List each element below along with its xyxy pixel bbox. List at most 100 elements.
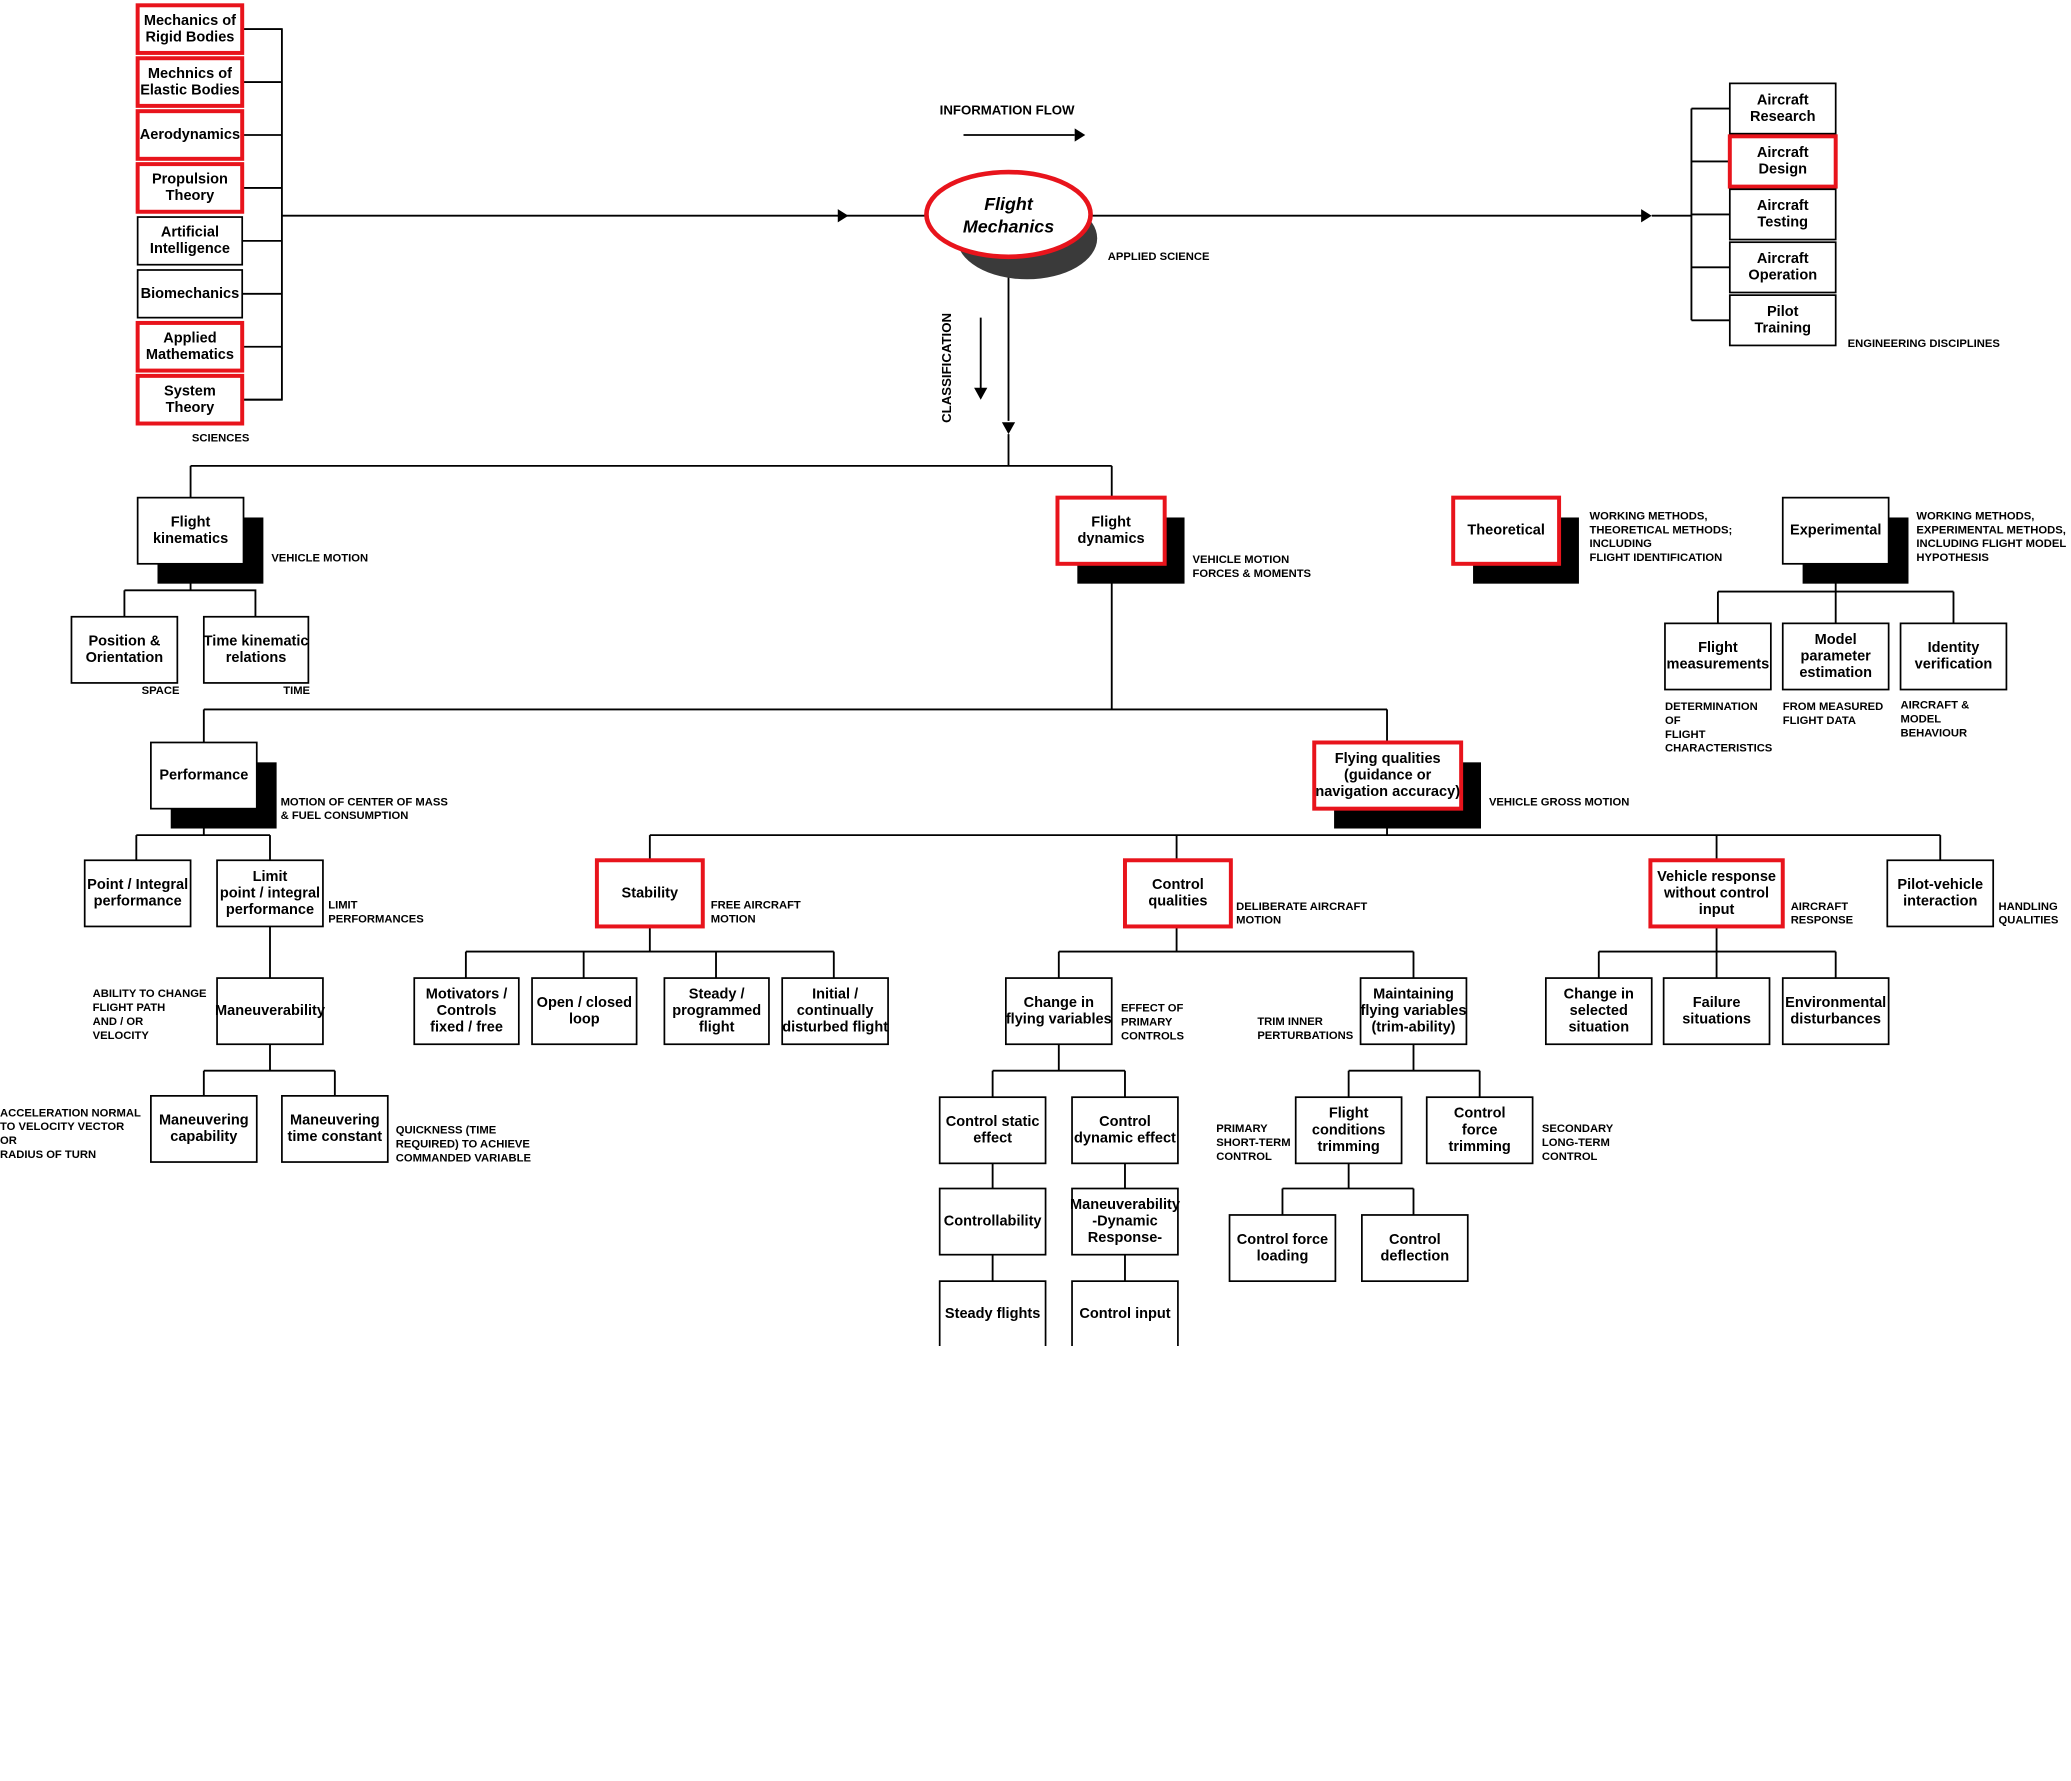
environmental-label: disturbances [1790, 1011, 1881, 1027]
control-dynamic-box[interactable] [1071, 1096, 1179, 1165]
classification-arrowhead [974, 387, 988, 400]
flying-qualities-note: VEHICLE GROSS MOTION [1489, 796, 1629, 808]
maneuverability-dynamic-box[interactable] [1071, 1187, 1179, 1256]
identity-verification-box[interactable] [1899, 622, 2008, 691]
performance-box[interactable] [150, 741, 258, 810]
change-selected-label: Change in [1564, 987, 1634, 1003]
failure-situations-label: Failure [1693, 995, 1741, 1011]
maneuvering-capability-box[interactable] [150, 1094, 258, 1163]
controllability-box[interactable] [938, 1187, 1047, 1256]
control-force-trimming-box[interactable] [1425, 1096, 1534, 1165]
engineering-3-box[interactable] [1728, 241, 1837, 294]
maneuverability-dynamic-label: Response- [1088, 1230, 1163, 1246]
flow-arrow [837, 209, 849, 223]
theoretical-label: Theoretical [1467, 523, 1545, 539]
pilot-vehicle-label: Pilot-vehicle [1897, 877, 1983, 893]
point-integral-box[interactable] [83, 859, 192, 928]
maneuvering-time-note: QUICKNESS (TIME [396, 1125, 497, 1137]
theoretical-note: INCLUDING [1590, 538, 1653, 550]
science-label: Mechanics of [144, 13, 236, 29]
vehicle-response-box[interactable] [1648, 858, 1785, 929]
engineering-1-box[interactable] [1727, 134, 1838, 189]
theoretical-note: WORKING METHODS, [1590, 510, 1708, 522]
change-selected-box[interactable] [1544, 977, 1653, 1046]
science-6-box[interactable] [135, 320, 245, 373]
steady-programmed-box[interactable] [663, 977, 770, 1046]
limit-point-box[interactable] [216, 859, 324, 928]
maneuverability-box[interactable] [216, 977, 324, 1046]
engineering-4-box[interactable] [1728, 294, 1837, 347]
change-flying-note: EFFECT OF [1121, 1003, 1184, 1015]
open-closed-box[interactable] [531, 977, 638, 1046]
experimental-label: Experimental [1790, 523, 1881, 539]
experimental-box[interactable] [1781, 496, 1890, 565]
engineering-label: Research [1750, 109, 1816, 125]
flight-conditions-label: trimming [1318, 1139, 1380, 1155]
model-parameter-box[interactable] [1781, 622, 1890, 691]
science-4-box[interactable] [136, 216, 244, 266]
flying-qualities-box[interactable] [1312, 740, 1464, 811]
control-qualities-note: DELIBERATE AIRCRAFT [1236, 901, 1367, 913]
engineering-2-box[interactable] [1728, 188, 1837, 241]
control-qualities-box[interactable] [1122, 858, 1233, 929]
science-1-box[interactable] [135, 56, 245, 108]
controllability-label: Controllability [944, 1214, 1043, 1230]
flight-measurements-note: FLIGHT [1665, 729, 1706, 741]
maintaining-label: flying variables [1361, 1003, 1467, 1019]
motivators-box[interactable] [413, 977, 520, 1046]
control-force-loading-box[interactable] [1228, 1214, 1337, 1283]
science-0-box[interactable] [135, 3, 245, 55]
flight-conditions-box[interactable] [1294, 1096, 1403, 1165]
initial-disturbed-label: Initial / [812, 987, 858, 1003]
stability-box[interactable] [594, 858, 705, 929]
steady-programmed-label: programmed [672, 1003, 761, 1019]
engineering-label: Aircraft [1757, 198, 1809, 214]
pilot-vehicle-label: interaction [1903, 894, 1977, 910]
engineering-label: Aircraft [1757, 145, 1809, 161]
maintaining-box[interactable] [1359, 977, 1468, 1046]
change-flying-label: Change in [1024, 995, 1094, 1011]
science-label: Mechnics of [148, 66, 232, 82]
position-orientation-box[interactable] [70, 615, 179, 684]
control-static-box[interactable] [938, 1096, 1047, 1165]
flight-kinematics-box[interactable] [136, 496, 245, 565]
flight-measurements-box[interactable] [1664, 622, 1772, 691]
flight-dynamics-box[interactable] [1055, 495, 1167, 566]
science-2-box[interactable] [135, 109, 245, 161]
motivators-label: fixed / free [430, 1020, 503, 1036]
science-7-box[interactable] [135, 373, 245, 426]
pilot-vehicle-box[interactable] [1886, 859, 1995, 928]
science-3-box[interactable] [135, 162, 245, 214]
theoretical-note: THEORETICAL METHODS; [1590, 524, 1733, 536]
maneuvering-time-note: REQUIRED) TO ACHIEVE [396, 1138, 531, 1150]
stability-label: Stability [622, 885, 679, 901]
control-deflection-box[interactable] [1361, 1214, 1469, 1283]
engineering-label: Operation [1748, 268, 1817, 284]
time-kinematic-box[interactable] [202, 615, 310, 684]
flight-mechanics-ellipse[interactable] [924, 169, 1093, 260]
engineering-label: Training [1754, 321, 1811, 337]
open-closed-label: loop [569, 1011, 600, 1027]
engineering-label: Testing [1757, 215, 1808, 231]
environmental-box[interactable] [1781, 977, 1890, 1046]
position-orientation-note: SPACE [142, 685, 180, 697]
initial-disturbed-box[interactable] [781, 977, 889, 1046]
failure-situations-box[interactable] [1662, 977, 1771, 1046]
motivators-label: Controls [437, 1003, 497, 1019]
maneuvering-time-box[interactable] [281, 1094, 389, 1163]
flight-mechanics-title: Flight [984, 194, 1034, 214]
science-5-box[interactable] [136, 269, 244, 319]
control-input-box[interactable] [1071, 1280, 1179, 1346]
control-force-trimming-note: LONG-TERM [1542, 1137, 1610, 1149]
information-flow-label: INFORMATION FLOW [940, 102, 1075, 117]
identity-verification-note: MODEL [1901, 714, 1942, 726]
engineering-0-box[interactable] [1728, 82, 1837, 135]
maneuverability-note: FLIGHT PATH [93, 1002, 166, 1014]
motivators-label: Motivators / [426, 987, 508, 1003]
model-parameter-note: FROM MEASURED [1783, 701, 1883, 713]
vehicle-response-label: Vehicle response [1657, 869, 1776, 885]
maneuvering-capability-label: capability [170, 1129, 238, 1145]
steady-flights-box[interactable] [938, 1280, 1047, 1346]
change-flying-box[interactable] [1004, 977, 1113, 1046]
theoretical-box[interactable] [1451, 495, 1562, 566]
